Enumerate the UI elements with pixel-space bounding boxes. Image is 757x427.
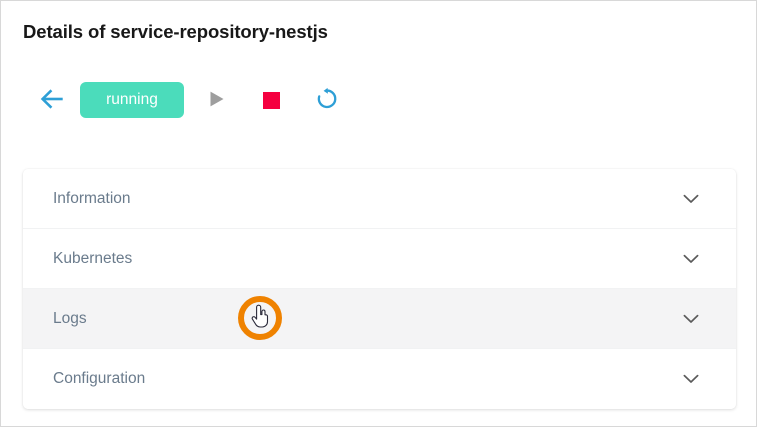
action-toolbar: running (35, 79, 344, 121)
restart-button[interactable] (310, 84, 344, 116)
arrow-left-icon (40, 88, 66, 113)
refresh-icon (315, 87, 339, 114)
stop-button[interactable] (254, 84, 288, 116)
chevron-down-icon[interactable] (680, 188, 702, 210)
play-icon (207, 89, 227, 112)
chevron-down-icon[interactable] (680, 248, 702, 270)
start-button[interactable] (200, 84, 234, 116)
accordion-item-configuration[interactable]: Configuration (23, 349, 736, 409)
accordion-item-kubernetes[interactable]: Kubernetes (23, 229, 736, 289)
accordion-label: Kubernetes (53, 249, 133, 267)
accordion-label: Configuration (53, 370, 146, 387)
chevron-down-icon[interactable] (680, 308, 702, 330)
stop-square-icon (262, 91, 280, 109)
back-button[interactable] (35, 84, 71, 116)
page-title: Details of service-repository-nestjs (23, 21, 328, 42)
accordion-item-logs[interactable]: Logs (23, 289, 736, 349)
chevron-down-icon[interactable] (680, 368, 702, 390)
accordion-item-information[interactable]: Information (23, 169, 736, 229)
details-accordion: Information Kubernetes Logs (23, 169, 736, 409)
accordion-label: Information (53, 189, 131, 207)
status-badge[interactable]: running (80, 82, 184, 118)
accordion-label: Logs (53, 309, 87, 327)
